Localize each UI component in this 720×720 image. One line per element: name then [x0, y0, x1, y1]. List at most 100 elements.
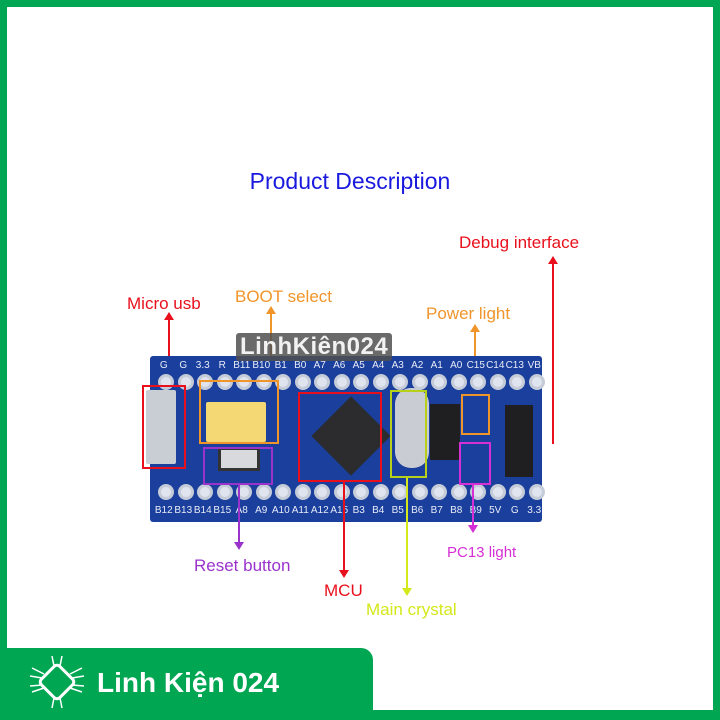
top-pin-label: C14	[486, 360, 505, 371]
debug-header	[505, 405, 533, 477]
page-title: Product Description	[249, 168, 451, 194]
top-pin	[236, 374, 252, 390]
top-pin-label: R	[218, 360, 226, 371]
top-pin-row	[158, 374, 545, 390]
bottom-pin-label: 3.3	[527, 505, 542, 516]
top-pin	[528, 374, 545, 390]
bottom-pin-label: B8	[450, 505, 463, 516]
top-pin-label: A6	[333, 360, 346, 371]
arrow-pc13-light	[468, 485, 478, 533]
box-boot-select	[199, 380, 279, 444]
top-pin-label: C15	[466, 360, 485, 371]
bottom-pin	[236, 484, 252, 500]
bottom-pin-label: 5V	[489, 505, 502, 516]
bottom-pin	[353, 484, 369, 500]
label-reset-button: Reset button	[194, 556, 291, 575]
bottom-pin-label: G	[510, 505, 519, 516]
bottom-pin-label: B5	[391, 505, 404, 516]
micro-usb-port	[146, 390, 176, 464]
bottom-pin-label: B7	[430, 505, 443, 516]
label-mcu: MCU	[324, 581, 363, 600]
bottom-pin-label: B12	[154, 505, 173, 516]
box-crystal	[390, 390, 427, 478]
bottom-pin-label: B15	[213, 505, 232, 516]
top-pin	[275, 374, 291, 390]
box-mcu	[298, 392, 382, 482]
label-power-light: Power light	[426, 304, 511, 323]
box-power-light	[461, 394, 490, 435]
chip-logo-icon	[29, 655, 85, 709]
top-pin-label: A2	[411, 360, 424, 371]
bottom-pin-label: A8	[235, 505, 248, 516]
top-pin	[197, 374, 213, 390]
bottom-pin	[255, 484, 272, 500]
bottom-pin-label: A12	[310, 505, 329, 516]
label-debug-interface: Debug interface	[459, 233, 580, 252]
top-pin	[489, 374, 506, 390]
bottom-pin-row	[158, 484, 545, 500]
bottom-pin	[294, 484, 311, 500]
box-reset	[203, 447, 273, 485]
bottom-pin	[372, 484, 389, 500]
arrow-reset-button	[234, 484, 244, 550]
top-pin-label: C13	[505, 360, 524, 371]
bottom-pin	[528, 484, 545, 500]
top-pin-label: VB	[527, 360, 541, 371]
top-pin-label: A4	[372, 360, 385, 371]
arrow-mcu	[339, 482, 349, 578]
bottom-pin	[197, 484, 213, 500]
bottom-pin	[489, 484, 506, 500]
bottom-pin-label: B4	[372, 505, 385, 516]
bottom-pin	[470, 484, 486, 500]
top-pin-label: G	[159, 360, 168, 371]
arrow-main-crystal	[402, 478, 412, 596]
top-pin-label: A1	[430, 360, 443, 371]
bottom-pin-label: A11	[291, 505, 309, 516]
label-boot-select: BOOT select	[235, 287, 332, 306]
bottom-pin-label: B3	[352, 505, 365, 516]
top-pin	[314, 374, 330, 390]
arrow-micro-usb	[164, 312, 174, 388]
bottom-pin-label: B13	[174, 505, 193, 516]
top-pin-label: B11	[233, 360, 251, 371]
bottom-pin	[158, 484, 174, 500]
bottom-pin	[431, 484, 447, 500]
bottom-pin-label: B6	[411, 505, 424, 516]
bottom-pin	[177, 484, 194, 500]
bottom-pin	[450, 484, 467, 500]
top-pin	[431, 374, 447, 390]
top-pin	[216, 374, 233, 390]
box-micro-usb	[142, 385, 186, 469]
top-pin-label: A0	[450, 360, 463, 371]
bottom-pin-label: A10	[271, 505, 290, 516]
top-pin	[450, 374, 467, 390]
crystal	[395, 388, 429, 468]
top-pin-label: G	[179, 360, 188, 371]
top-pin	[372, 374, 389, 390]
top-pin-label: B10	[252, 360, 271, 371]
top-pin	[353, 374, 369, 390]
bottom-pin	[509, 484, 525, 500]
top-pin	[255, 374, 272, 390]
bottom-pin-label: A9	[255, 505, 268, 516]
top-pin-label: B0	[294, 360, 307, 371]
bottom-pin-label: B14	[193, 505, 212, 516]
top-pin-label: A7	[313, 360, 326, 371]
box-pc13	[459, 442, 491, 485]
watermark: LinhKiên024	[236, 333, 393, 361]
bottom-pin	[275, 484, 291, 500]
top-pin	[294, 374, 311, 390]
brand-name: Linh Kiện 024	[97, 667, 280, 698]
arrow-debug-interface	[548, 256, 558, 444]
boot-jumpers	[206, 402, 266, 442]
top-pin-label: B1	[274, 360, 287, 371]
label-main-crystal: Main crystal	[366, 600, 457, 619]
top-pin-label: A3	[391, 360, 404, 371]
top-pin	[392, 374, 408, 390]
bottom-pin-label: B9	[469, 505, 482, 516]
bottom-pin	[411, 484, 428, 500]
